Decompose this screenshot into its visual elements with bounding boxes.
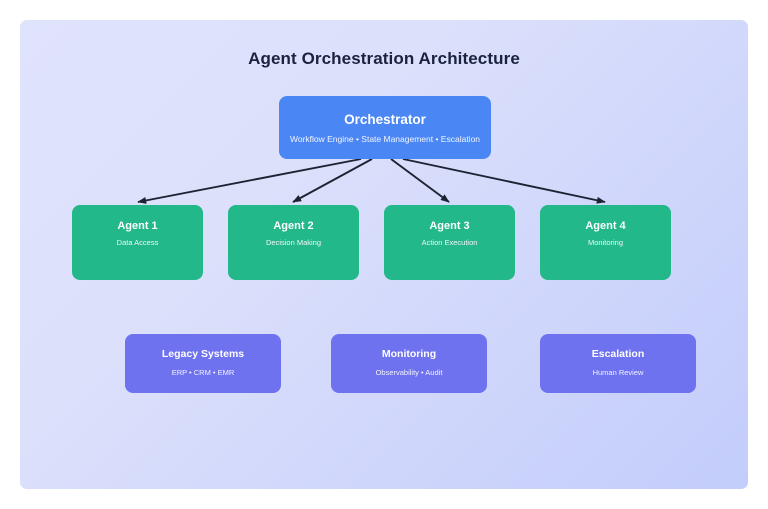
diagram-title: Agent Orchestration Architecture [248,49,520,68]
node-orchestrator-title: Orchestrator [344,112,426,127]
node-agent-1[interactable]: Agent 1 Data Access [72,205,203,280]
node-agent-4-subtitle: Monitoring [587,238,624,248]
node-agent-1-title: Agent 1 [117,220,158,232]
node-legacy-systems-subtitle: ERP • CRM • EMR [171,367,235,377]
connector-orchestrator-agent-4 [402,158,606,204]
node-legacy-systems[interactable]: Legacy Systems ERP • CRM • EMR [125,334,281,393]
node-monitoring-title: Monitoring [381,348,437,360]
node-escalation-subtitle: Human Review [592,367,644,377]
node-agent-2-subtitle: Decision Making [265,238,322,248]
node-agent-3-title: Agent 3 [429,220,470,232]
node-agent-3-subtitle: Action Execution [421,238,478,248]
diagram-panel: Agent Orchestration Architecture Orchest… [20,20,748,489]
node-agent-1-subtitle: Data Access [116,238,159,248]
connector-orchestrator-agent-3 [390,158,450,203]
node-orchestrator-subtitle: Workflow Engine • State Management • Esc… [289,133,481,144]
connector-orchestrator-agent-1 [137,158,362,204]
node-agent-4-title: Agent 4 [585,220,626,232]
node-orchestrator[interactable]: Orchestrator Workflow Engine • State Man… [279,96,491,159]
node-agent-2[interactable]: Agent 2 Decision Making [228,205,359,280]
node-escalation[interactable]: Escalation Human Review [540,334,696,393]
node-monitoring-subtitle: Observability • Audit [375,367,443,377]
node-legacy-systems-title: Legacy Systems [161,348,245,360]
node-agent-4[interactable]: Agent 4 Monitoring [540,205,671,280]
node-agent-3[interactable]: Agent 3 Action Execution [384,205,515,280]
connector-orchestrator-agent-2 [292,158,373,203]
node-escalation-title: Escalation [591,348,645,360]
node-monitoring[interactable]: Monitoring Observability • Audit [331,334,487,393]
node-agent-2-title: Agent 2 [273,220,314,232]
